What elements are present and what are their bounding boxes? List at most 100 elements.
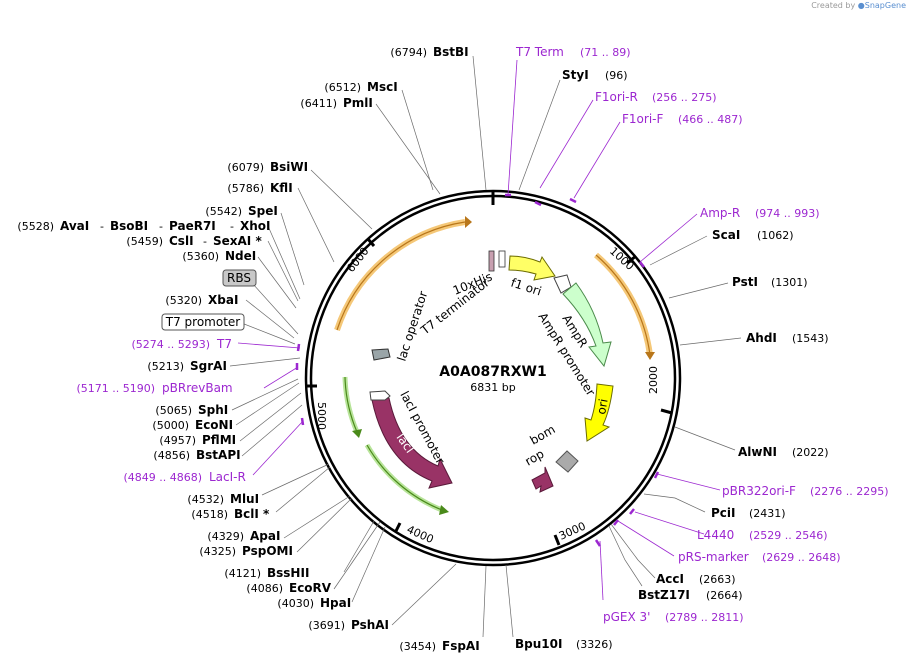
site-name-hpai[interactable]: HpaI — [320, 596, 351, 610]
site-name-alwni[interactable]: AlwNI — [738, 445, 777, 459]
primer-pos-laci-r: (4849 .. 4868) — [123, 471, 202, 484]
site-pos-scai: (1062) — [757, 229, 794, 242]
site-name-bstbi[interactable]: BstBI — [433, 45, 469, 59]
tick-label-3000: 3000 — [557, 519, 588, 542]
primer-name-pbr322ori-f[interactable]: pBR322ori-F — [722, 484, 796, 498]
site-pos-psti: (1301) — [771, 276, 808, 289]
site-name-bstapi[interactable]: BstAPI — [196, 448, 241, 462]
feature-label-bom: bom — [528, 422, 558, 447]
site-name-pspomi[interactable]: PspOMI — [242, 544, 293, 558]
tick-label-5000: 5000 — [315, 402, 328, 430]
primer-name-pbrrevbam[interactable]: pBRrevBam — [162, 381, 233, 395]
site-pos-pflmi: (4957) — [159, 434, 196, 447]
site-leaders — [229, 55, 742, 638]
site-name-bsiwi[interactable]: BsiWI — [270, 160, 308, 174]
primer-name-amp-r[interactable]: Amp-R — [700, 206, 740, 220]
site-pos-apai: (4329) — [207, 530, 244, 543]
primer-pos-prs-marker: (2629 .. 2648) — [762, 551, 841, 564]
site-name-bsshii[interactable]: BssHII — [267, 566, 309, 580]
site-name-sphi[interactable]: SphI — [198, 403, 228, 417]
site-pos-alwni: (2022) — [792, 446, 829, 459]
feature-f1-ori-arrow[interactable] — [508, 255, 556, 281]
primer-name-pgex3[interactable]: pGEX 3' — [603, 610, 650, 624]
primer-name-f1ori-f[interactable]: F1ori-F — [622, 112, 663, 126]
site-name-pflmi[interactable]: PflMI — [202, 433, 236, 447]
tick-label-2000: 2000 — [647, 366, 660, 394]
primer-pos-t7term: (71 .. 89) — [580, 46, 631, 59]
primer-name-f1ori-r[interactable]: F1ori-R — [595, 90, 638, 104]
site-name-apai[interactable]: ApaI — [250, 529, 280, 543]
backbone — [304, 189, 682, 567]
orf-arc-laci-head — [352, 429, 362, 438]
feature-bom[interactable] — [555, 450, 579, 473]
site-name-pmli[interactable]: PmlI — [343, 96, 373, 110]
site-pos-bstbi: (6794) — [390, 46, 427, 59]
primer-name-t7[interactable]: T7 — [216, 337, 232, 351]
site-pos-pshai: (3691) — [308, 619, 345, 632]
primer-name-laci-r[interactable]: LacI-R — [209, 470, 246, 484]
site-name-ndei[interactable]: NdeI — [225, 249, 256, 263]
site-name-styi[interactable]: StyI — [562, 68, 589, 82]
site-name-msci[interactable]: MscI — [367, 80, 398, 94]
site-name-sgrai[interactable]: SgrAI — [190, 359, 227, 373]
site-name-bcli[interactable]: BclI * — [234, 507, 270, 521]
site-name-bpu10i[interactable]: Bpu10I — [515, 637, 562, 651]
site-name-xbai[interactable]: XbaI — [208, 293, 238, 307]
snapgene-credit: Created by ●SnapGene — [811, 1, 906, 10]
site-sep-2: - — [159, 220, 163, 233]
site-name-scai[interactable]: ScaI — [712, 228, 740, 242]
feature-10xhis[interactable] — [488, 250, 495, 272]
site-pos-acci: (2663) — [699, 573, 736, 586]
site-name-pcii[interactable]: PciI — [711, 506, 736, 520]
t7-promoter-label[interactable]: T7 promoter — [165, 315, 241, 329]
site-name-psti[interactable]: PstI — [732, 275, 758, 289]
tick-mark-2000 — [660, 408, 673, 415]
site-name-xhoi[interactable]: XhoI — [240, 219, 271, 233]
primer-name-l4440[interactable]: L4440 — [697, 528, 734, 542]
orf-arc-right-head — [645, 352, 655, 360]
site-name-bstz17i[interactable]: BstZ17I — [638, 588, 690, 602]
feature-label-rop: rop — [523, 447, 547, 469]
feature-laci-arrow[interactable] — [371, 397, 453, 489]
site-name-avai[interactable]: AvaI — [60, 219, 89, 233]
feature-ampr-arrow[interactable] — [562, 282, 612, 368]
site-pos-bcli: (4518) — [191, 508, 228, 521]
feature-t7-terminator[interactable] — [498, 250, 506, 268]
site-name-kfli[interactable]: KflI — [270, 181, 293, 195]
site-pos-pcii: (2431) — [749, 507, 786, 520]
primer-pos-amp-r: (974 .. 993) — [755, 207, 820, 220]
orf-arc-laci-promoter-line — [366, 444, 443, 511]
primer-name-t7term[interactable]: T7 Term — [515, 45, 564, 59]
site-name-ecorv[interactable]: EcoRV — [289, 581, 332, 595]
site-pos-xbai: (5320) — [165, 294, 202, 307]
site-name-econi[interactable]: EcoNI — [195, 418, 233, 432]
site-name-fspai[interactable]: FspAI — [442, 639, 480, 653]
primer-name-prs-marker[interactable]: pRS-marker — [678, 550, 749, 564]
feature-lac-operator[interactable] — [371, 348, 391, 361]
site-name-csli[interactable]: CslI — [169, 234, 194, 248]
orf-arc-top-left-line — [336, 221, 466, 331]
site-name-pshai[interactable]: PshAI — [351, 618, 389, 632]
site-name-spei[interactable]: SpeI — [248, 204, 278, 218]
site-name-ahdi[interactable]: AhdI — [746, 331, 777, 345]
feature-laci-promoter-box[interactable] — [369, 390, 391, 401]
feature-rop[interactable] — [531, 466, 554, 493]
primer-pos-pgex3: (2789 .. 2811) — [665, 611, 744, 624]
feature-ori-arrow[interactable] — [584, 383, 614, 442]
primer-pos-t7: (5274 .. 5293) — [131, 338, 210, 351]
tick-mark-6000 — [366, 238, 376, 247]
rbs-box — [222, 269, 257, 287]
rbs-label[interactable]: RBS — [227, 271, 251, 285]
site-name-bsobi[interactable]: BsoBI — [110, 219, 148, 233]
site-name-sexai[interactable]: SexAI * — [213, 234, 262, 248]
site-name-acci[interactable]: AccI — [656, 572, 684, 586]
site-name-paer7i[interactable]: PaeR7I — [169, 219, 216, 233]
site-pos-bsiwi: (6079) — [227, 161, 264, 174]
site-pos-spei: (5542) — [205, 205, 242, 218]
map-length: 6831 bp — [470, 381, 515, 394]
site-name-mlui[interactable]: MluI — [230, 492, 259, 506]
orf-arc-laci-promoter-head — [439, 505, 449, 515]
site-pos-pspomi: (4325) — [199, 545, 236, 558]
site-pos-bstz17i: (2664) — [706, 589, 743, 602]
